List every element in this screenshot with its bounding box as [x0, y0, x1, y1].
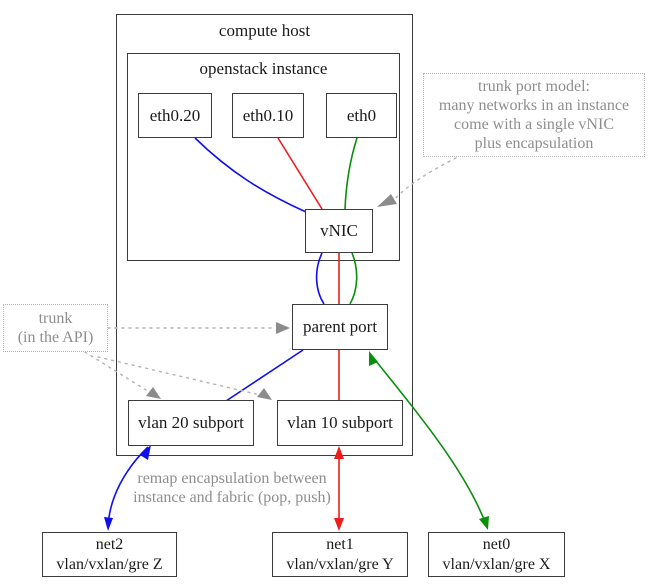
parent-port-label: parent port	[302, 317, 378, 336]
gray-arrowhead-at-parent-port	[276, 322, 290, 334]
gray-arrowhead-at-vlan10-subport	[257, 388, 272, 400]
eth0-20-label: eth0.20	[149, 105, 201, 125]
compute-host-box	[116, 14, 413, 456]
edge-vnic-to-parent-port-green	[349, 252, 358, 305]
arrowhead-into-net0	[479, 516, 489, 530]
gray-arrowhead-at-vlan20-subport	[146, 387, 161, 399]
vnic-label: vNIC	[320, 221, 358, 240]
annotation-trunk-port-model-line4: plus encapsulation	[474, 135, 594, 152]
annotation-trunk-api: trunk (in the API)	[3, 304, 108, 352]
net1-name: net1	[326, 535, 354, 553]
connector-trunk-note-to-vlan20-subport	[84, 351, 147, 391]
annotation-trunk-api-line2: (in the API)	[17, 329, 94, 346]
eth0-10-label: eth0.10	[242, 105, 294, 125]
parent-port-box: parent port	[292, 304, 388, 350]
annotation-trunk-port-model-line1: trunk port model:	[478, 78, 590, 95]
arrowhead-into-parent-port	[369, 351, 378, 366]
annotation-trunk-port-model-line3: come with a single vNIC	[454, 116, 614, 133]
net0-encap: vlan/vxlan/gre X	[442, 555, 551, 573]
annotation-trunk-port-model: trunk port model: many networks in an in…	[423, 73, 645, 157]
net2-encap: vlan/vxlan/gre Z	[56, 555, 163, 573]
eth0-10-box: eth0.10	[232, 93, 304, 138]
annotation-trunk-api-line1: trunk	[38, 310, 73, 327]
edge-eth0-10-to-vnic	[277, 137, 323, 210]
arrowhead-into-net1	[334, 518, 344, 531]
openstack-instance-label: openstack instance	[199, 59, 328, 78]
connector-trunk-note-to-vlan10-subport	[97, 356, 257, 395]
eth0-20-box: eth0.20	[138, 93, 212, 138]
openstack-instance-box	[127, 53, 400, 261]
eth0-box: eth0	[326, 93, 397, 138]
edge-vnic-to-parent-port-blue	[315, 252, 325, 305]
edge-parent-port-to-vlan20-subport	[225, 349, 304, 402]
edge-eth0-to-vnic	[344, 137, 358, 210]
net1-encap: vlan/vxlan/gre Y	[286, 555, 394, 573]
arrowhead-into-vlan20-subport	[140, 445, 151, 460]
net0-box: net0 vlan/vxlan/gre X	[428, 532, 565, 577]
net2-name: net2	[95, 535, 124, 553]
vlan20-subport-label: vlan 20 subport	[138, 413, 244, 432]
note-remap-line1: remap encapsulation between	[137, 470, 327, 487]
eth0-label: eth0	[346, 105, 377, 125]
gray-arrowhead-at-vnic	[377, 194, 397, 207]
note-remap-line2: instance and fabric (pop, push)	[133, 489, 331, 506]
connector-trunk-model-note-to-vnic	[392, 157, 457, 202]
edge-parent-port-to-net0	[371, 355, 488, 528]
net0-name: net0	[482, 535, 511, 553]
vlan10-subport-label: vlan 10 subport	[287, 413, 393, 432]
arrowhead-into-vlan10-subport	[334, 446, 344, 459]
vlan20-subport-box: vlan 20 subport	[128, 400, 254, 446]
arrowhead-into-net2	[104, 517, 113, 531]
vnic-box: vNIC	[305, 209, 373, 253]
edge-eth0-20-to-vnic	[194, 137, 307, 213]
note-remap-encapsulation: remap encapsulation between instance and…	[112, 469, 352, 507]
vlan10-subport-box: vlan 10 subport	[277, 400, 403, 446]
compute-host-label: compute host	[218, 21, 311, 40]
annotation-trunk-port-model-line2: many networks in an instance	[438, 97, 630, 114]
net2-box: net2 vlan/vxlan/gre Z	[42, 532, 177, 577]
net1-box: net1 vlan/vxlan/gre Y	[272, 532, 408, 577]
